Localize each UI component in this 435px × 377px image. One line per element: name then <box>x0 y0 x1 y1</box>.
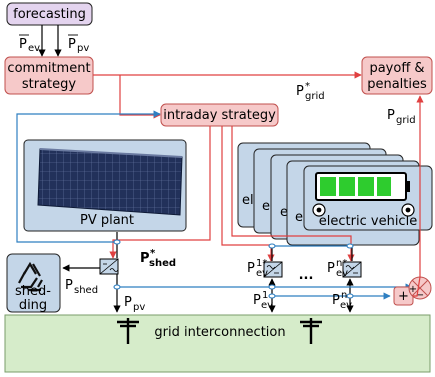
svg-text:1*: 1* <box>256 258 267 269</box>
commitment-to-intraday-arrow <box>119 75 161 119</box>
svg-text:grid: grid <box>305 91 325 102</box>
svg-text:P: P <box>65 278 73 293</box>
p-evn-star-label: P n* ev <box>327 258 348 279</box>
sum-node-plus: + <box>393 286 414 306</box>
svg-text:shed: shed <box>74 285 98 296</box>
payoff-label-line2: penalties <box>367 77 427 92</box>
p-grid-star-label: P * grid <box>296 81 325 102</box>
ev-front-label: electric vehicle <box>319 214 417 229</box>
forecast-pv-label: P pv <box>68 34 89 54</box>
forecast-ev-label: P ev <box>19 34 40 54</box>
comparator-node: + − <box>408 276 432 301</box>
power-tower-icon <box>117 318 322 344</box>
svg-text:pv: pv <box>133 302 145 313</box>
svg-text:*: * <box>150 248 156 259</box>
svg-text:P: P <box>387 108 395 123</box>
p-pv-label: P pv <box>124 295 145 313</box>
svg-text:ev: ev <box>336 268 348 279</box>
svg-text:P: P <box>124 295 132 310</box>
recycle-icon <box>18 261 43 292</box>
svg-text:1: 1 <box>262 290 268 301</box>
svg-text:−: − <box>416 290 424 301</box>
svg-text:+: + <box>398 289 409 304</box>
ev-back-label-1: el <box>242 193 254 208</box>
svg-text:P: P <box>247 261 255 276</box>
svg-text:P: P <box>327 261 335 276</box>
svg-text:ev: ev <box>28 43 40 54</box>
intraday-strategy-box: intraday strategy <box>160 103 279 127</box>
intraday-control-lines <box>109 126 355 262</box>
svg-text:P: P <box>332 293 340 308</box>
svg-text:P: P <box>68 37 76 52</box>
ev-ellipsis: ... <box>299 268 314 283</box>
grid-label: grid interconnection <box>154 325 285 340</box>
p-shed-star-label: P * shed <box>140 248 176 269</box>
ev-back-label-3: el <box>280 205 292 220</box>
ev-plug-icon <box>312 203 415 217</box>
intraday-label: intraday strategy <box>163 108 276 123</box>
svg-text:P: P <box>140 251 150 266</box>
p-grid-label: P grid <box>387 108 416 126</box>
battery-icon <box>315 172 410 201</box>
svg-text:shed: shed <box>149 258 176 269</box>
commitment-label-line2: strategy <box>22 77 77 92</box>
measurement-taps <box>113 239 354 299</box>
svg-text:grid: grid <box>396 115 416 126</box>
forecasting-box: forecasting <box>6 2 93 26</box>
p-shed-label: P shed <box>65 278 98 296</box>
p-ev1-label: P 1 ev <box>253 290 273 311</box>
commitment-strategy-box: commitment strategy <box>4 56 94 95</box>
pv-converter <box>99 258 119 275</box>
ev1-converter <box>263 261 283 278</box>
measurement-lines <box>16 110 413 300</box>
solar-panel-icon <box>37 148 183 216</box>
svg-text:n*: n* <box>336 258 347 269</box>
svg-text:*: * <box>305 81 310 92</box>
payoff-label-line1: payoff & <box>369 61 424 76</box>
svg-text:P: P <box>19 37 27 52</box>
shedding-label-line2: ding <box>19 298 47 313</box>
svg-text:pv: pv <box>77 43 89 54</box>
payoff-penalties-box: payoff & penalties <box>361 56 433 95</box>
evn-converter <box>342 261 362 278</box>
shedding-label-line1: shed- <box>15 284 51 299</box>
grid-interconnection: grid interconnection <box>4 314 431 373</box>
svg-text:ev: ev <box>261 300 273 311</box>
ev-back-label-4: el <box>295 210 307 225</box>
sum-to-comparator-line <box>413 276 421 297</box>
commitment-label-line1: commitment <box>7 61 90 76</box>
p-ev1-star-label: P 1* ev <box>247 258 268 279</box>
svg-text:ev: ev <box>340 300 352 311</box>
svg-text:ev: ev <box>256 268 268 279</box>
svg-text:+: + <box>409 284 417 295</box>
p-evn-label: P n ev <box>332 290 352 311</box>
ev-back-label-2: el <box>262 199 274 214</box>
svg-text:n: n <box>341 290 347 301</box>
forecasting-label: forecasting <box>13 7 86 22</box>
svg-text:P: P <box>253 293 261 308</box>
svg-text:P: P <box>296 84 304 99</box>
pv-plant-label: PV plant <box>80 213 134 228</box>
